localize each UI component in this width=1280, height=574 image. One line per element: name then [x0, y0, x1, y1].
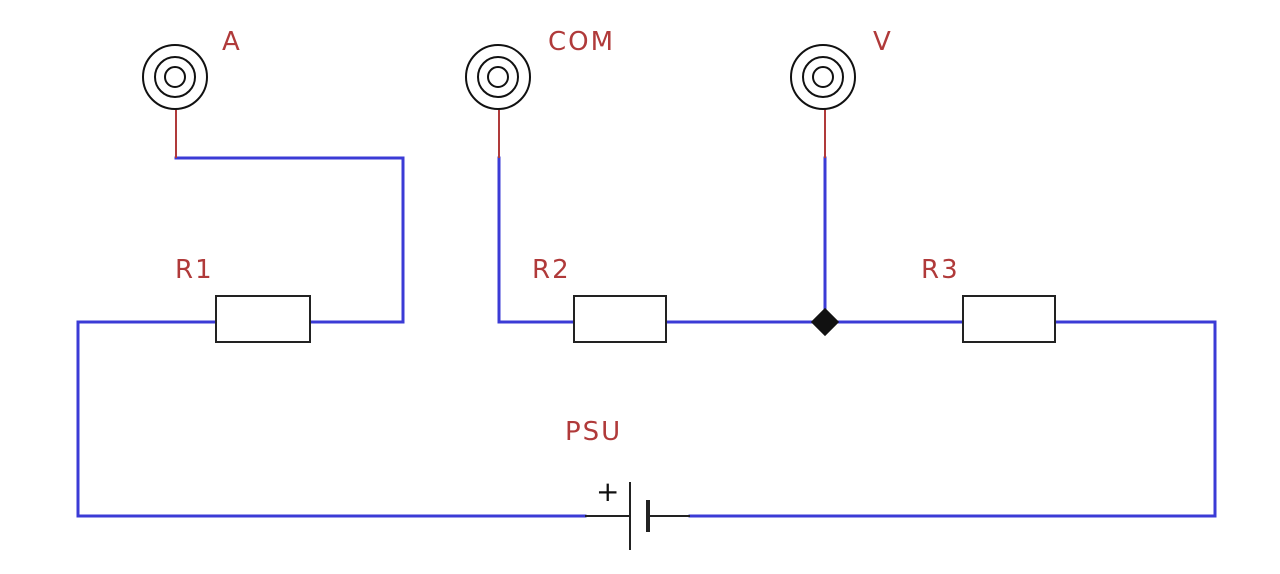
terminal-v[interactable]	[790, 44, 856, 110]
wire-r3-to-battery	[688, 320, 1217, 518]
battery-psu-label: PSU	[565, 417, 622, 447]
resistor-r2-label: R2	[532, 255, 571, 285]
terminal-a[interactable]	[142, 44, 208, 110]
resistor-r1-label: R1	[175, 255, 214, 285]
wire-com-to-r2	[497, 156, 576, 324]
wire-r1-to-battery	[76, 320, 587, 518]
resistor-r2[interactable]	[573, 295, 667, 343]
wire-a-to-r1	[174, 156, 405, 324]
wires	[76, 156, 1217, 518]
terminal-v-core	[812, 66, 834, 88]
resistor-r3-label: R3	[921, 255, 960, 285]
battery-psu[interactable]	[585, 482, 690, 550]
resistor-r3[interactable]	[962, 295, 1056, 343]
terminal-com-label: COM	[548, 27, 615, 57]
battery-polarity-sign: +	[596, 475, 619, 508]
resistor-r1[interactable]	[215, 295, 311, 343]
terminal-com[interactable]	[465, 44, 531, 110]
terminal-a-core	[164, 66, 186, 88]
terminal-com-core	[487, 66, 509, 88]
terminal-v-label: V	[873, 27, 893, 57]
junction-node	[810, 307, 840, 337]
terminal-a-label: A	[222, 27, 242, 57]
